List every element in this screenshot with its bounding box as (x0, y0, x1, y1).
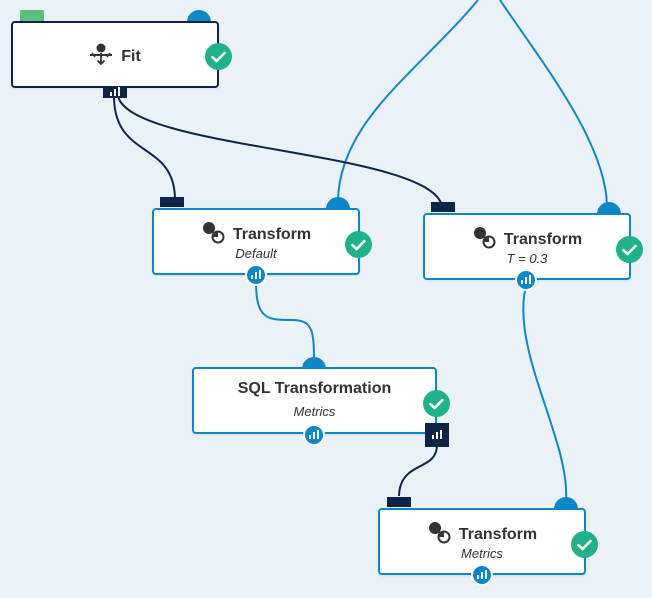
transform-t-node[interactable]: Transform T = 0.3 (423, 213, 643, 280)
transform-icon (201, 220, 225, 249)
edge-transform-t-to-transform-metrics[interactable] (522, 285, 568, 501)
transform-metrics-output-port[interactable] (471, 564, 493, 586)
transform-t-output-port[interactable] (515, 269, 537, 291)
fit-input-port[interactable] (187, 10, 211, 22)
sql-model-port[interactable] (425, 423, 449, 447)
transform-metrics-input-port[interactable] (554, 497, 578, 509)
transform-metrics-subtitle: Metrics (461, 546, 503, 561)
check-icon (205, 43, 232, 70)
edge-fit-to-transform-default[interactable] (113, 95, 176, 201)
check-icon (571, 531, 598, 558)
transform-default-input-port[interactable] (326, 197, 350, 209)
sql-input-port[interactable] (302, 357, 326, 369)
transform-default-title: Transform (232, 225, 312, 243)
bar-chart-icon (477, 566, 487, 584)
transform-t-model-port[interactable] (431, 202, 455, 212)
fit-model-port[interactable] (103, 86, 127, 98)
transform-default-output-port[interactable] (245, 264, 267, 286)
sql-transformation-subtitle: Metrics (293, 404, 336, 419)
edge-fit-to-transform-t[interactable] (117, 95, 443, 207)
transform-icon (427, 520, 451, 549)
check-icon (345, 231, 372, 258)
check-icon (423, 390, 450, 417)
upstream-output-port[interactable] (20, 10, 44, 22)
bar-chart-icon (110, 83, 120, 101)
fit-node[interactable]: Fit (11, 21, 232, 88)
transform-default-node[interactable]: Transform Default (152, 208, 372, 275)
transform-metrics-title: Transform (458, 525, 538, 543)
bar-chart-icon (432, 426, 442, 444)
edge-sql-to-transform-metrics[interactable] (398, 444, 438, 497)
sql-output-port[interactable] (303, 424, 325, 446)
bar-chart-icon (521, 271, 531, 289)
edge-transform-default-to-sql[interactable] (255, 281, 315, 361)
transform-metrics-model-port[interactable] (387, 497, 411, 507)
edge-input-to-transform-default[interactable] (337, 0, 479, 201)
fit-icon (89, 43, 113, 70)
transform-t-subtitle: T = 0.3 (506, 251, 548, 266)
transform-t-title: Transform (503, 230, 583, 248)
transform-t-input-port[interactable] (597, 202, 621, 214)
edge-input-to-transform-t[interactable] (499, 0, 608, 206)
sql-transformation-title: SQL Transformation (237, 380, 392, 397)
sql-transformation-node[interactable]: SQL Transformation Metrics (192, 367, 450, 434)
transform-icon (472, 225, 496, 254)
transform-default-model-port[interactable] (160, 197, 184, 207)
fit-node-title: Fit (121, 47, 141, 65)
transform-default-subtitle: Default (235, 246, 277, 261)
bar-chart-icon (251, 266, 261, 284)
check-icon (616, 236, 643, 263)
transform-metrics-node[interactable]: Transform Metrics (378, 508, 598, 575)
bar-chart-icon (309, 426, 319, 444)
